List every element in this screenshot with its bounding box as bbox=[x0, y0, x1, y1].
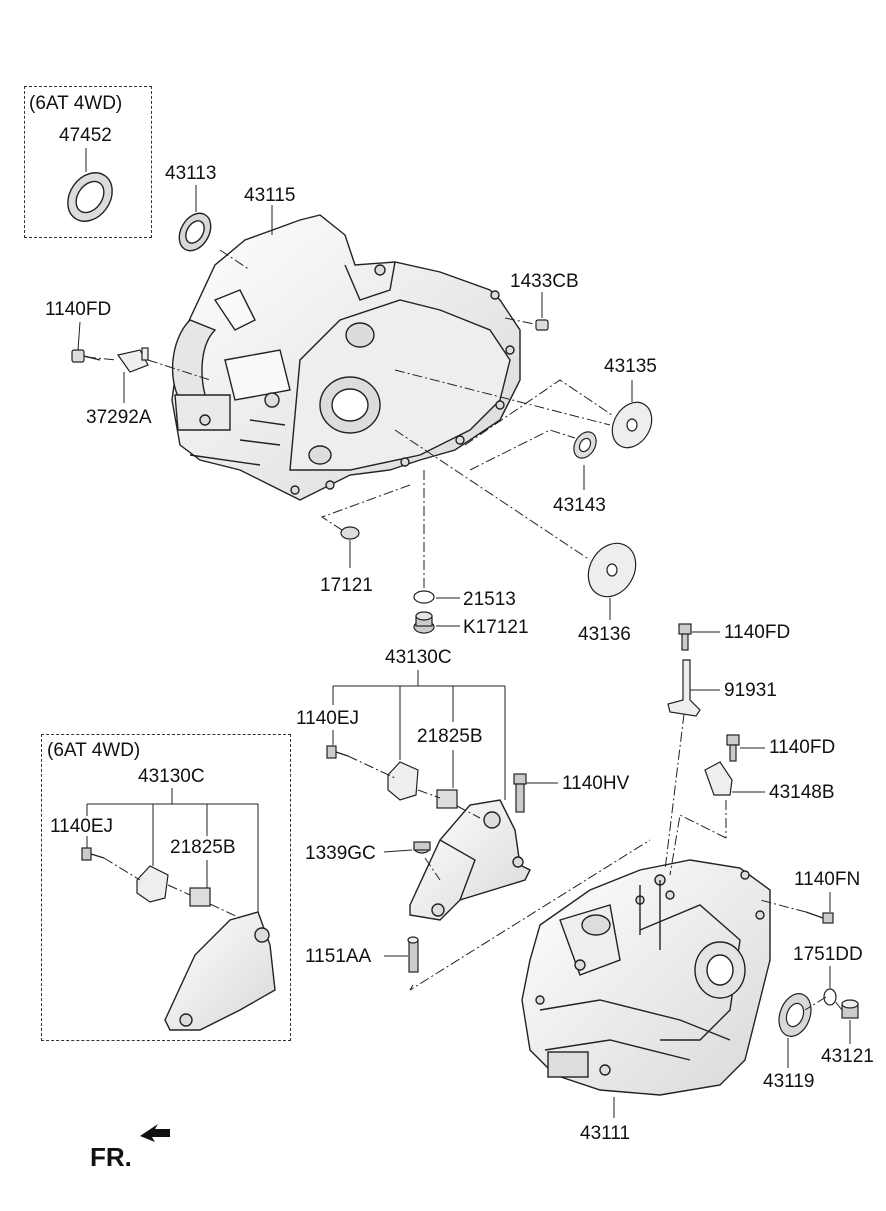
label-43148B: 43148B bbox=[769, 782, 835, 803]
bracket-37292A bbox=[116, 347, 149, 373]
seal-47452 bbox=[67, 172, 113, 222]
mount-bracket-43130C-main bbox=[409, 799, 531, 921]
box1-caption: (6AT 4WD) bbox=[29, 93, 123, 114]
dowel-pin-1433CB bbox=[535, 319, 549, 331]
label-43113: 43113 bbox=[165, 163, 217, 184]
label-43119: 43119 bbox=[763, 1071, 815, 1092]
label-K17121: K17121 bbox=[463, 617, 529, 638]
gasket-21513 bbox=[413, 590, 435, 604]
label-43143: 43143 bbox=[553, 495, 606, 516]
insulator-21825B-box bbox=[136, 865, 211, 907]
shim-43136 bbox=[587, 542, 637, 598]
seal-43113 bbox=[178, 212, 212, 252]
label-43111: 43111 bbox=[580, 1123, 631, 1144]
label-91931: 91931 bbox=[724, 680, 777, 701]
label-37292A: 37292A bbox=[86, 407, 152, 428]
label-21513: 21513 bbox=[463, 589, 516, 610]
bolt-1140HV bbox=[513, 773, 527, 813]
label-1140FN: 1140FN bbox=[794, 869, 861, 890]
insulator-21825B-main bbox=[387, 761, 458, 809]
label-43130C-main: 43130C bbox=[385, 647, 452, 668]
mount-bracket-43130C-box bbox=[164, 911, 276, 1031]
label-43135: 43135 bbox=[604, 356, 657, 377]
box2-caption: (6AT 4WD) bbox=[47, 740, 141, 761]
label-21825B-main: 21825B bbox=[417, 726, 483, 747]
bracket-91931 bbox=[667, 659, 701, 717]
bolt-1140EJ-main bbox=[326, 745, 349, 759]
seal-43119 bbox=[778, 993, 812, 1037]
shim-43135 bbox=[611, 401, 653, 449]
seal-43143 bbox=[573, 431, 597, 459]
front-direction-arrow-icon bbox=[140, 1124, 170, 1142]
stud-1151AA bbox=[407, 936, 419, 973]
bolt-1140FD-lower bbox=[678, 623, 692, 651]
label-1433CB: 1433CB bbox=[510, 271, 579, 292]
bolt-1140FN bbox=[805, 911, 834, 924]
label-1140FD-upper: 1140FD bbox=[45, 299, 112, 320]
leader-lines-upper bbox=[77, 148, 633, 627]
label-43130C-box: 43130C bbox=[138, 766, 205, 787]
label-1151AA: 1151AA bbox=[305, 946, 372, 967]
label-47452: 47452 bbox=[59, 125, 112, 146]
label-1140EJ-main: 1140EJ bbox=[296, 708, 360, 729]
front-direction-label: FR. bbox=[90, 1142, 132, 1172]
nut-1339GC bbox=[413, 841, 431, 854]
variant-box-6at-4wd-bottom bbox=[41, 734, 291, 1041]
bolt-1140FD-right bbox=[726, 734, 740, 762]
label-1751DD: 1751DD bbox=[793, 944, 863, 965]
leader-lines-lower bbox=[86, 631, 851, 1118]
label-21825B-box: 21825B bbox=[170, 837, 236, 858]
variant-box-6at-4wd-top bbox=[24, 86, 152, 238]
label-17121: 17121 bbox=[320, 575, 373, 596]
label-43136: 43136 bbox=[578, 624, 631, 645]
plug-43121 bbox=[841, 999, 859, 1019]
label-43121: 43121 bbox=[821, 1046, 874, 1067]
label-1140EJ-box: 1140EJ bbox=[50, 816, 114, 837]
label-43115: 43115 bbox=[244, 185, 296, 206]
label-1339GC: 1339GC bbox=[305, 843, 376, 864]
washer-17121 bbox=[340, 526, 360, 540]
clutch-housing-43115 bbox=[171, 214, 521, 501]
transaxle-case-43111 bbox=[521, 859, 771, 1096]
label-1140FD-lower: 1140FD bbox=[724, 622, 791, 643]
clip-43148B bbox=[704, 761, 733, 796]
gasket-1751DD bbox=[823, 988, 837, 1006]
bolt-1140FD-upper bbox=[71, 349, 101, 363]
label-1140HV: 1140HV bbox=[562, 773, 630, 794]
drain-plug-K17121 bbox=[413, 611, 435, 634]
label-1140FD-right: 1140FD bbox=[769, 737, 836, 758]
